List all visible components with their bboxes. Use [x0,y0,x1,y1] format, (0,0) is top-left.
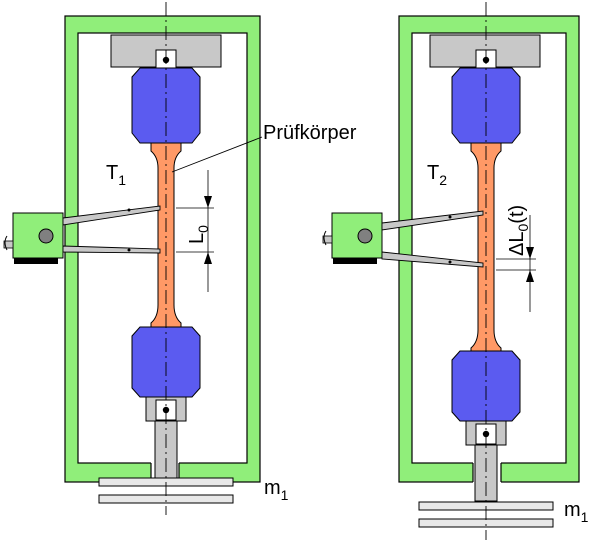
temperature-label-right: T2 [427,162,447,188]
extensometer-body-right [331,212,383,259]
elongation-label: ΔL0(t) [506,205,531,256]
apparatus-right [322,2,580,540]
extensometer-right [322,210,484,268]
elongation-dimension [496,215,536,312]
apparatus-left [3,2,263,515]
mass-label-right: m1 [564,499,589,525]
specimen-label: Prüfkörper [263,122,357,144]
gauge-length-dimension [176,170,214,292]
extensometer-body-left [12,212,64,259]
gauge-length-label: L0 [186,225,211,244]
extensometer-left [3,205,161,264]
mass-label-left: m1 [264,477,289,503]
specimen-leader-line [171,136,263,173]
temperature-label-left: T1 [106,162,126,188]
